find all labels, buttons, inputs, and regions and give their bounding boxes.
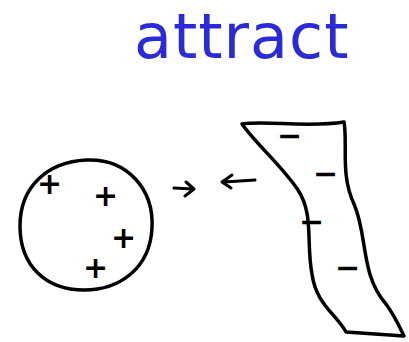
charge-sign: − [313, 159, 338, 189]
diagram-title: attract [134, 6, 350, 68]
charge-sign: − [277, 121, 302, 151]
charge-sign: + [111, 223, 136, 253]
charge-sign: + [93, 181, 118, 211]
negative-strip: −−−− [236, 114, 408, 340]
charge-sign: − [299, 207, 324, 237]
positive-sphere: ++++ [16, 156, 156, 294]
charge-sign: + [37, 169, 62, 199]
charge-sign: − [335, 253, 360, 283]
charge-sign: + [83, 253, 108, 283]
